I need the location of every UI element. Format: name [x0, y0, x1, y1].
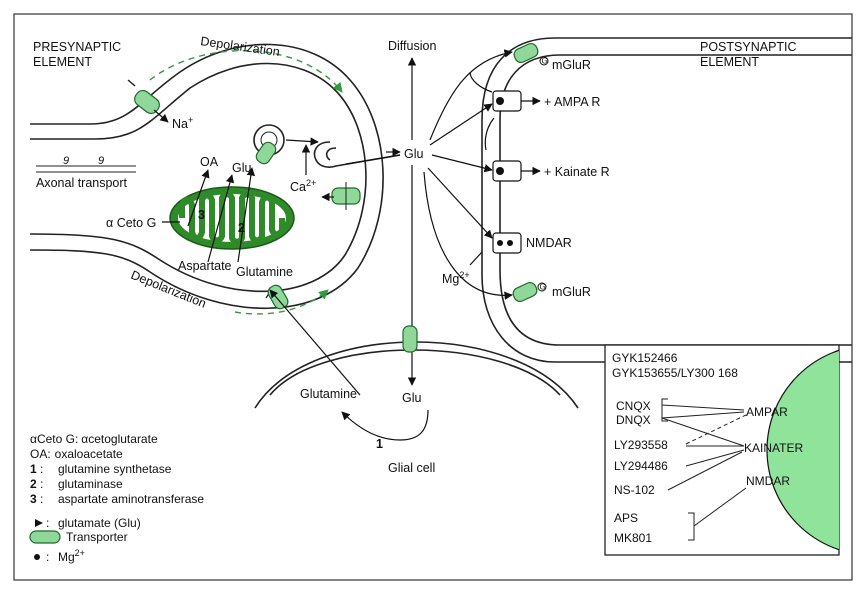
- svg-text:G: G: [542, 57, 548, 66]
- arrow-to-nmda: [427, 167, 493, 239]
- axonal-transport-label: Axonal transport: [36, 176, 128, 190]
- kainate-receptor: [492, 160, 522, 182]
- legend-item-3: 3 :: [30, 492, 43, 506]
- inset-drug-ly293558: LY293558: [614, 438, 668, 452]
- arrow-to-ampa: [429, 103, 493, 146]
- legend-item-3-text: aspartate aminotransferase: [58, 492, 204, 506]
- legend-item-oa: OA:oxaloacetate: [30, 447, 123, 461]
- arrow-to-mglur-bottom: [423, 171, 513, 300]
- glial-transporter-icon: [402, 325, 418, 353]
- presynaptic-membrane: [29, 43, 384, 310]
- oa-label: OA: [200, 155, 219, 169]
- glu-center-label: Glu: [404, 147, 424, 161]
- legend-item-2: 2 :: [30, 477, 43, 491]
- arrow-to-mglur-top: [429, 49, 513, 141]
- mg-label: Mg2+: [442, 270, 470, 286]
- legend-glutamate-colon: :: [46, 516, 49, 530]
- nmda-mg-line: [469, 251, 483, 266]
- legend-item-1: 1 :: [30, 462, 43, 476]
- exocytosis-fusion: [313, 141, 401, 168]
- aceto-label: α Ceto G: [106, 216, 156, 230]
- svg-text:G: G: [540, 283, 546, 292]
- inset-receptor-nmdar: NMDAR: [746, 474, 790, 488]
- inset-drug-dnqx: DNQX: [616, 413, 651, 427]
- glu-glial-label: Glu: [402, 391, 422, 405]
- mglur-bottom-label: mGluR: [552, 285, 591, 299]
- na-label: Na+: [172, 115, 193, 131]
- nmda-receptor: [492, 232, 522, 254]
- inset-receptor-kainater: KAINATER: [744, 441, 803, 455]
- inset-drug-gyk153655: GYK153655/LY300 168: [612, 366, 738, 380]
- nmdar-label: NMDAR: [526, 236, 572, 250]
- exocytosis-inner: [325, 147, 337, 161]
- ampa-receptor: [492, 90, 522, 112]
- inset-panel: [604, 344, 840, 556]
- legend: αCeto G:αcetoglutarate OA:oxaloacetate 1…: [30, 432, 204, 564]
- mglur-top-receptor: G: [513, 42, 549, 66]
- inset-drug-cnqx: CNQX: [616, 399, 651, 413]
- legend-item-transporter: Transporter: [66, 530, 128, 544]
- mitochondrion-icon: [169, 186, 295, 250]
- legend-item-1-text: glutamine synthetase: [58, 462, 172, 476]
- glutamate-arrow: [237, 167, 256, 263]
- na-transporter-icon: [134, 89, 160, 115]
- legend-item-glutamate: glutamate (Glu): [58, 516, 141, 530]
- mglur-top-label: mGluR: [552, 58, 591, 72]
- enzyme-1-label: 1: [376, 437, 383, 451]
- postsynaptic-label-2: ELEMENT: [700, 55, 759, 69]
- glutamate-legend-icon: [35, 519, 43, 527]
- svg-text:9: 9: [98, 155, 104, 167]
- inset-drug-ly294486: LY294486: [614, 459, 668, 473]
- arrow-to-kainate: [431, 154, 493, 173]
- depolarization-arrow-top: [149, 50, 343, 93]
- legend-mg-colon: :: [46, 550, 49, 564]
- ampa-curl: [469, 71, 493, 93]
- oa-arrow: [187, 169, 210, 227]
- kainate-label: + Kainate R: [544, 165, 610, 179]
- glutamine-return-arrow: [269, 289, 361, 396]
- postsynaptic-label-1: POSTSYNAPTIC: [700, 40, 797, 54]
- glutamine-pre-label: Glutamine: [236, 265, 293, 279]
- depolarization-arrow-bottom: [234, 289, 329, 315]
- svg-text:9: 9: [63, 155, 69, 167]
- glutamine-glial-label: Glutamine: [300, 387, 357, 401]
- inset-receptor-ampar: AMPAR: [746, 405, 788, 419]
- vesicle-arrow: [285, 137, 319, 146]
- inset-drug-aps: APS: [614, 511, 638, 525]
- mglur-bottom-receptor: G: [512, 281, 547, 303]
- glu-arrow: [207, 174, 235, 263]
- transporter-legend-icon: [29, 530, 61, 544]
- glu-pre-label: Glu: [232, 161, 252, 175]
- glutamine-synthetase-arrow: [341, 409, 429, 441]
- release-line: [345, 154, 401, 165]
- enzyme-3-label: 3: [198, 208, 205, 222]
- vesicle-transporter-icon: [255, 141, 277, 165]
- glial-cell-label: Glial cell: [388, 461, 435, 475]
- labels: PRESYNAPTIC ELEMENT POSTSYNAPTIC ELEMENT…: [33, 34, 803, 545]
- presynaptic-label-2: ELEMENT: [33, 55, 92, 69]
- inset-drug-mk801: MK801: [614, 531, 652, 545]
- diffusion-label: Diffusion: [388, 39, 436, 53]
- legend-item-aceto: αCeto G:αcetoglutarate: [30, 432, 158, 446]
- ampa-curl2: [484, 117, 495, 151]
- inset-drug-ns102: NS-102: [614, 483, 655, 497]
- aspartate-label: Aspartate: [178, 259, 232, 273]
- inset-drug-gyk152466: GYK152466: [612, 351, 678, 365]
- axonal-transport-rail: 9 9: [36, 155, 136, 173]
- mg-legend-icon: [34, 554, 40, 560]
- legend-item-mg: Mg2+: [58, 548, 85, 564]
- ca-label: Ca2+: [290, 178, 316, 194]
- legend-item-2-text: glutaminase: [58, 477, 123, 491]
- ampa-label: + AMPA R: [544, 95, 600, 109]
- postsynaptic-membrane: [481, 37, 852, 363]
- na-transporter-stub: [127, 79, 136, 87]
- na-arrow: [153, 109, 169, 123]
- enzyme-2-label: 2: [238, 221, 245, 235]
- presynaptic-label-1: PRESYNAPTIC: [33, 40, 121, 54]
